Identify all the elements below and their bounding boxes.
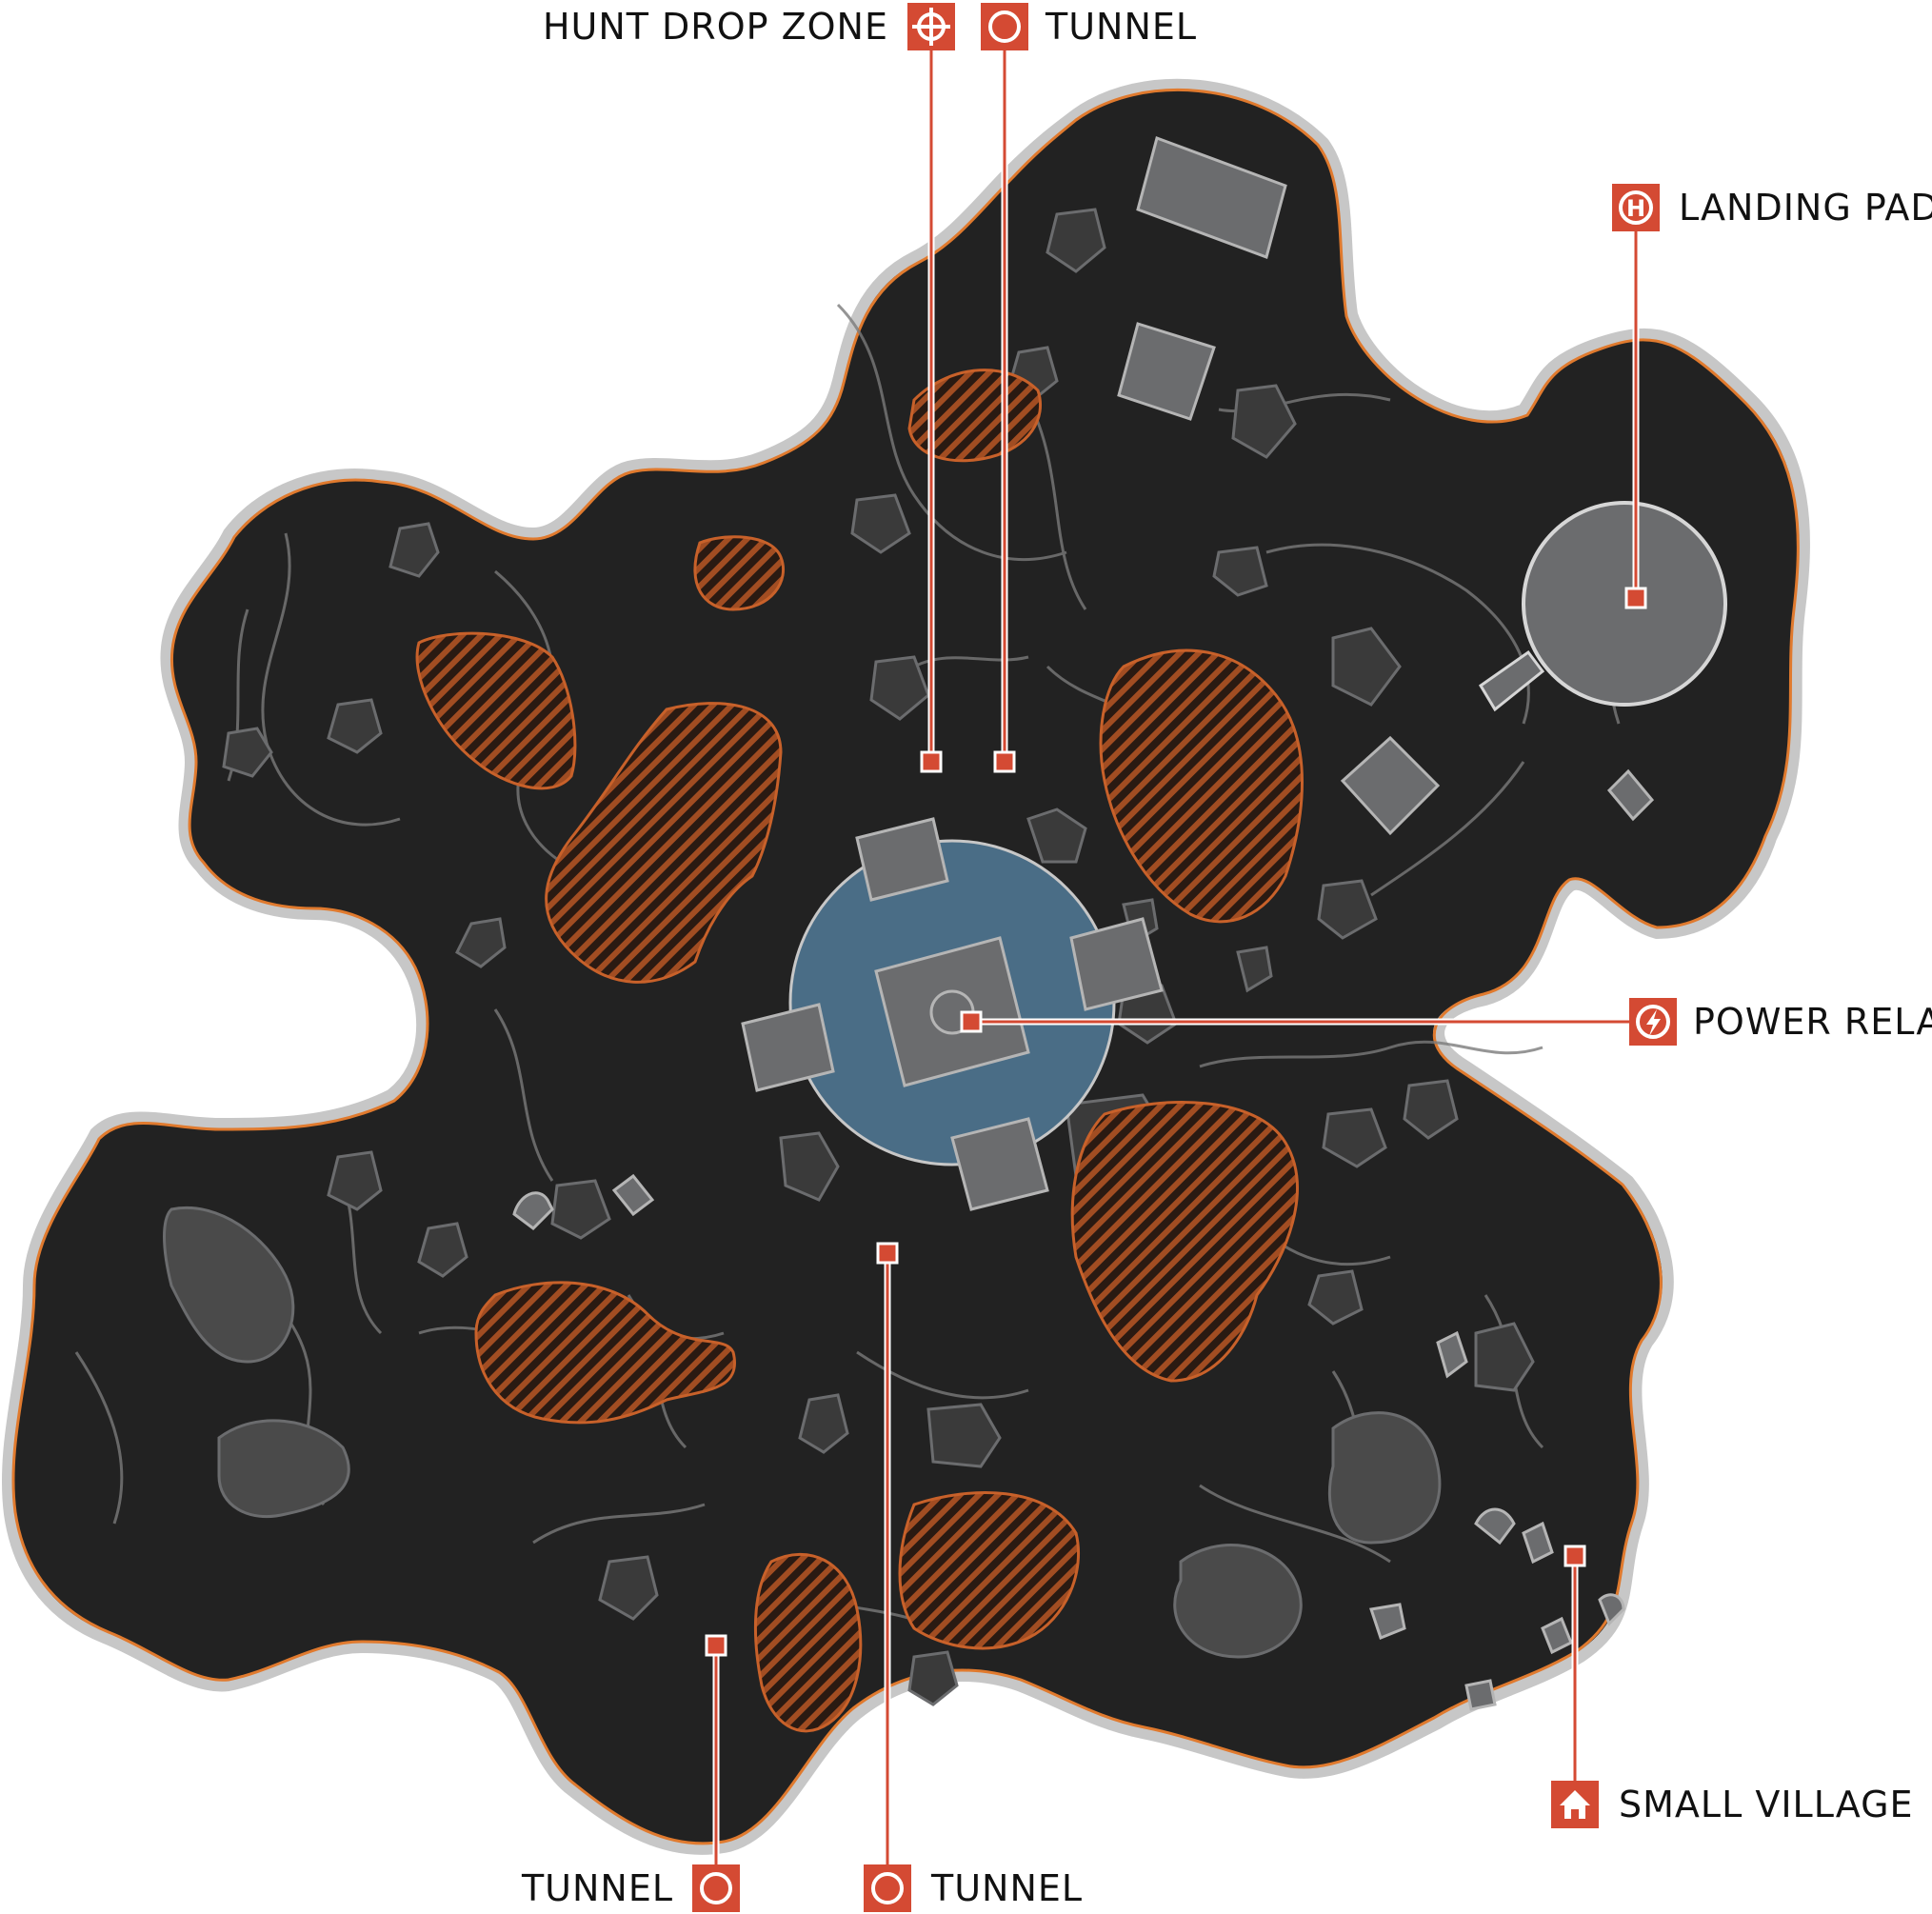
helipad-icon: H: [1619, 190, 1653, 225]
marker-endpoints: [705, 587, 1647, 1657]
marker-label: POWER RELAY: [1693, 1001, 1932, 1043]
marker-tunnel-north[interactable]: TUNNEL: [981, 3, 1197, 50]
small-building: [1436, 1330, 1468, 1379]
marker-label: LANDING PAD: [1679, 187, 1932, 229]
svg-text:H: H: [1626, 195, 1645, 222]
lightning-icon: [1636, 1005, 1670, 1039]
small-building: [512, 1191, 554, 1230]
small-building: [1541, 1616, 1573, 1655]
marker-label: TUNNEL: [521, 1867, 673, 1909]
small-building: [1464, 1679, 1497, 1711]
crosshair-icon: [912, 8, 950, 46]
marker-small-village[interactable]: SMALL VILLAGE: [1551, 1781, 1914, 1828]
warehouse: [1136, 136, 1287, 259]
structures: [512, 136, 1655, 1711]
small-building: [1606, 768, 1655, 822]
hazard-zone: [753, 1552, 863, 1733]
marker-label: SMALL VILLAGE: [1619, 1784, 1914, 1825]
circle-icon: [871, 1872, 904, 1904]
hazard-zone: [693, 535, 786, 611]
hazard-zone: [1099, 648, 1304, 924]
marker-landing-pad[interactable]: H LANDING PAD: [1612, 184, 1932, 231]
small-building: [1474, 1507, 1516, 1545]
marker-hunt-drop-zone[interactable]: HUNT DROP ZONE: [543, 3, 955, 50]
marker-label: HUNT DROP ZONE: [543, 6, 888, 48]
building: [1117, 322, 1216, 421]
hazard-zone: [474, 1281, 736, 1425]
hazard-zone: [898, 1491, 1081, 1650]
circle-icon: [700, 1872, 732, 1904]
marker-leaders-inner: [714, 48, 1638, 1864]
hazard-zone: [1070, 1101, 1299, 1383]
building: [1340, 735, 1441, 836]
circle-icon: [988, 10, 1021, 43]
small-building: [1369, 1603, 1406, 1640]
small-building: [1522, 1521, 1554, 1565]
marker-power-relay[interactable]: POWER RELAY: [1629, 998, 1932, 1046]
marker-label: TUNNEL: [1045, 6, 1197, 48]
house-icon: [1560, 1790, 1590, 1819]
landing-pad-structure: [1478, 501, 1727, 712]
island-coast-accent: [11, 89, 1800, 1845]
hazard-zones: [415, 369, 1304, 1733]
marker-label: TUNNEL: [930, 1867, 1083, 1909]
boulders: [163, 1206, 1442, 1659]
marker-tunnel-south-left[interactable]: TUNNEL: [521, 1864, 740, 1912]
small-building: [611, 1173, 655, 1217]
marker-tunnel-south-right[interactable]: TUNNEL: [864, 1864, 1083, 1912]
central-plaza: [741, 817, 1164, 1211]
small-building: [1598, 1593, 1625, 1626]
hazard-zone: [415, 631, 577, 790]
hazard-zone: [545, 702, 783, 984]
